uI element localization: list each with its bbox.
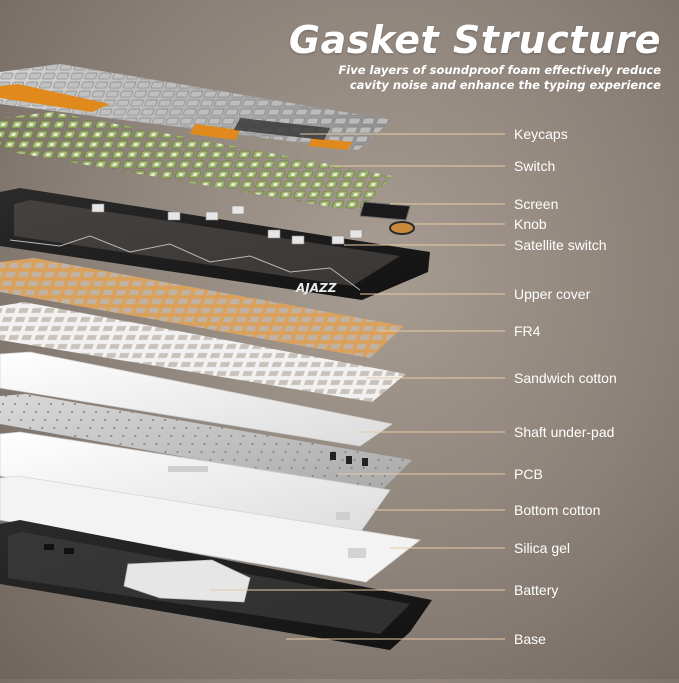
satellite-switch-stab	[205, 211, 219, 221]
screen-panel	[359, 201, 411, 221]
satellite-switch-stab	[231, 205, 245, 215]
satellite-switch-stab	[91, 203, 105, 213]
battery-pack	[123, 559, 251, 603]
fr4-plate	[0, 258, 404, 358]
keycap-orange-cluster	[190, 124, 240, 140]
satellite-switch-stab	[349, 229, 363, 239]
pcb-layer	[0, 394, 412, 492]
upper-cover-layer: AJAZZ	[0, 188, 430, 300]
leader-lines	[210, 133, 505, 640]
silica-gel-cutout	[348, 548, 366, 558]
pcb-component	[362, 458, 368, 466]
sandwich-cotton-sheet	[0, 302, 406, 402]
subtitle-line-2: cavity noise and enhance the typing expe…	[349, 78, 661, 92]
label-base: Base	[514, 631, 546, 647]
upper-cover-opening	[14, 200, 400, 286]
label-keycaps: Keycaps	[514, 126, 568, 142]
base-layer	[0, 520, 432, 650]
label-upper-cover: Upper cover	[514, 286, 591, 302]
pcb-holes	[0, 394, 412, 492]
sandwich-cotton-layer	[0, 302, 406, 402]
label-sandwich-cotton: Sandwich cotton	[514, 370, 617, 386]
satellite-switch-stab	[331, 235, 345, 245]
pcb-component	[330, 452, 336, 460]
label-fr4: FR4	[514, 323, 541, 339]
label-switch: Switch	[514, 158, 556, 174]
satellite-switch-stab	[267, 229, 281, 239]
upper-cover-line-art	[9, 235, 361, 291]
bottom-cotton-cutout	[336, 512, 350, 520]
satellite-switch-stab	[167, 211, 181, 221]
label-bottom-cotton: Bottom cotton	[514, 502, 601, 518]
label-knob: Knob	[514, 216, 547, 232]
page-title: Gasket Structure	[288, 18, 661, 62]
silica-gel-sheet	[0, 475, 421, 583]
fr4-layer	[0, 258, 404, 358]
satellite-switches	[91, 203, 363, 245]
label-pcb: PCB	[514, 466, 543, 482]
page-subtitle: Five layers of soundproof foam effective…	[338, 63, 661, 93]
bottom-cotton-sheet	[0, 431, 391, 539]
knob	[389, 221, 415, 235]
label-satellite-switch: Satellite switch	[514, 237, 607, 253]
label-silica-gel: Silica gel	[514, 540, 571, 556]
pcb-component	[346, 456, 352, 464]
keycap-orange-key	[308, 138, 352, 150]
base-connector	[64, 548, 74, 554]
silica-gel-layer	[0, 475, 421, 583]
base-connector	[44, 544, 54, 550]
label-shaft-under-pad: Shaft under-pad	[514, 424, 615, 440]
keycaps-layer	[0, 64, 392, 150]
keycap-orange-block	[0, 84, 110, 112]
satellite-switch-stab	[291, 235, 305, 245]
switch-grid	[0, 112, 392, 212]
label-battery: Battery	[514, 582, 559, 598]
bottom-cotton-cutout	[168, 466, 208, 472]
bottom-cotton-layer	[0, 431, 391, 539]
subtitle-line-1: Five layers of soundproof foam effective…	[338, 63, 661, 77]
brand-logo: AJAZZ	[295, 281, 337, 295]
switch-layer	[0, 112, 392, 212]
shaft-under-pad-sheet	[0, 351, 394, 447]
shaft-under-pad-layer	[0, 351, 394, 447]
label-screen: Screen	[514, 196, 559, 212]
